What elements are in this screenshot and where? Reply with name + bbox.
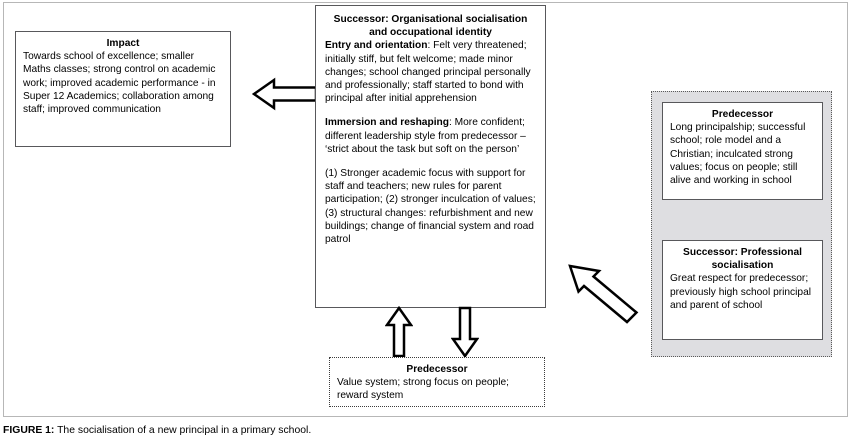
centre-box-paragraph-immersion: Immersion and reshaping: More confident;…: [325, 116, 536, 156]
bottom-predecessor-box-title: Predecessor: [406, 364, 468, 375]
centre-box-immersion-text: : More confident; different leadership s…: [325, 117, 526, 155]
arrow-down-icon: [451, 306, 479, 358]
arrow-up-left-icon: [566, 260, 640, 326]
centre-box-paragraph-changes: (1) Stronger academic focus with support…: [325, 168, 536, 246]
centre-box-entry-heading: Entry and orientation: [325, 40, 428, 52]
bottom-predecessor-box-body: Value system; strong focus on people; re…: [337, 377, 509, 402]
successor-professional-box-title: Successor: Professional socialisation: [683, 247, 802, 272]
successor-organisational-socialisation-box: Successor: Organisational socialisation …: [315, 5, 546, 308]
figure-caption-text: The socialisation of a new principal in …: [54, 425, 312, 436]
successor-professional-box-body: Great respect for predecessor; previousl…: [670, 273, 812, 311]
right-context-panel: Predecessor Long principalship; successf…: [651, 91, 832, 357]
impact-box: Impact Towards school of excellence; sma…: [15, 31, 231, 147]
centre-box-immersion-heading: Immersion and reshaping: [325, 117, 449, 129]
centre-box-entry-text: : Felt very threatened; initially stiff,…: [325, 40, 531, 105]
impact-box-title: Impact: [106, 38, 140, 49]
centre-box-title: Successor: Organisational socialisation …: [333, 14, 528, 39]
successor-professional-socialisation-box: Successor: Professional socialisation Gr…: [662, 240, 823, 340]
figure-caption: FIGURE 1: The socialisation of a new pri…: [3, 424, 848, 438]
impact-box-body: Towards school of excellence; smaller Ma…: [23, 51, 216, 116]
arrow-left-icon: [252, 77, 318, 111]
predecessor-box: Predecessor Long principalship; successf…: [662, 102, 823, 200]
centre-box-paragraph-entry: Entry and orientation: Felt very threate…: [325, 39, 536, 105]
bottom-predecessor-box: Predecessor Value system; strong focus o…: [329, 357, 545, 407]
arrow-up-icon: [385, 306, 413, 358]
figure-caption-label: FIGURE 1:: [3, 425, 55, 436]
predecessor-box-title: Predecessor: [711, 109, 774, 120]
predecessor-box-body: Long principalship; successful school; r…: [670, 122, 806, 187]
